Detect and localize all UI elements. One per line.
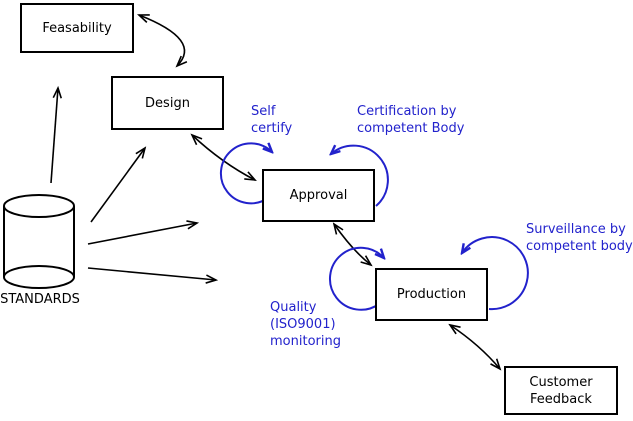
surveillance-line1: Surveillance by — [526, 222, 626, 237]
customer-feedback-label-line2: Feedback — [530, 391, 592, 407]
standards-label: STANDARDS — [0, 292, 80, 307]
self-certify-loop-arrow — [219, 142, 272, 205]
customer-feedback-node: Customer Feedback — [504, 366, 618, 415]
customer-feedback-label-line1: Customer — [529, 374, 593, 390]
feasibility-label: Feasability — [42, 20, 112, 36]
quality-monitoring-loop-arrow — [329, 246, 384, 311]
feasibility-node: Feasability — [20, 3, 134, 53]
certification-line1: Certification by — [357, 104, 457, 119]
surveillance-line2: competent body — [526, 239, 633, 254]
self-certify-line2: certify — [251, 121, 293, 136]
arrow-standards-to-feasibility — [50, 88, 58, 184]
design-label: Design — [145, 95, 190, 111]
quality-annotation: Quality (ISO9001) monitoring — [270, 299, 341, 350]
arrow-standards-to-approval — [87, 223, 197, 245]
approval-label: Approval — [289, 188, 348, 203]
arrow-standards-to-design — [90, 148, 145, 223]
production-label: Production — [396, 287, 467, 302]
production-node: Production — [375, 268, 488, 321]
self-certify-annotation: Self certify — [251, 103, 292, 137]
certification-line2: competent Body — [357, 121, 465, 136]
surveillance-loop-arrow — [462, 236, 529, 311]
arrow-design-approval — [192, 135, 255, 180]
certification-loop-arrow — [331, 146, 389, 207]
arrow-approval-production — [334, 224, 371, 265]
arrow-production-feedback — [450, 325, 500, 369]
arrow-feasibility-design — [139, 15, 185, 66]
self-certify-line1: Self — [251, 104, 276, 119]
quality-line3: monitoring — [270, 334, 341, 349]
approval-node: Approval — [262, 169, 375, 222]
quality-line2: (ISO9001) — [270, 317, 336, 332]
design-node: Design — [111, 76, 224, 130]
standards-cylinder-shape — [3, 194, 75, 289]
quality-line1: Quality — [270, 300, 317, 315]
certification-annotation: Certification by competent Body — [357, 103, 464, 137]
surveillance-annotation: Surveillance by competent body — [526, 221, 633, 255]
arrow-standards-to-production — [87, 267, 216, 280]
